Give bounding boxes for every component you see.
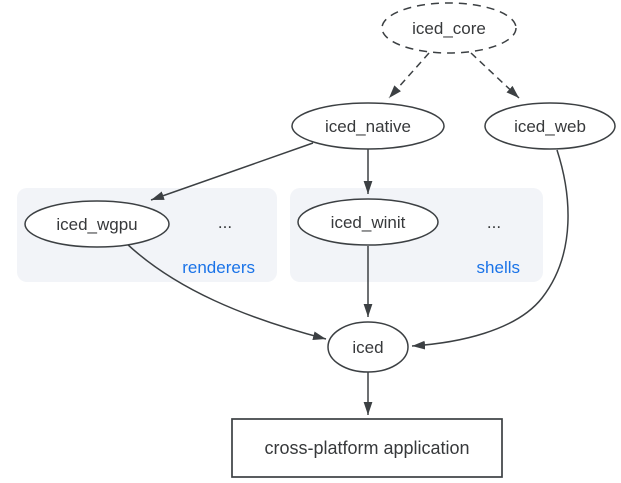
node-iced-winit	[297, 198, 439, 246]
group-shells-label: shells	[477, 258, 520, 277]
node-iced-web	[484, 102, 616, 150]
node-iced-label: iced	[352, 338, 383, 357]
node-application	[231, 418, 503, 478]
node-iced-core-label: iced_core	[412, 19, 486, 38]
node-iced-wgpu-label: iced_wgpu	[56, 215, 137, 234]
node-application-label: cross-platform application	[264, 438, 469, 458]
node-iced-native-label: iced_native	[325, 117, 411, 136]
node-iced-web-label: iced_web	[514, 117, 586, 136]
node-iced-native	[291, 102, 445, 150]
edge-iced-core-to-iced-native	[388, 52, 430, 99]
group-shells-ellipsis: ...	[487, 213, 501, 232]
edge-iced-core-to-iced-web	[470, 52, 520, 99]
edge-iced-web-to-iced	[411, 149, 569, 350]
edge-iced-wgpu-to-iced	[125, 242, 327, 340]
group-renderers-ellipsis: ...	[218, 213, 232, 232]
node-iced	[327, 321, 409, 373]
node-iced-wgpu	[24, 200, 170, 248]
node-iced-winit-label: iced_winit	[331, 213, 406, 232]
group-renderers-label: renderers	[182, 258, 255, 277]
node-iced-core	[381, 2, 517, 54]
edge-iced-native-to-iced-wgpu	[150, 142, 314, 201]
